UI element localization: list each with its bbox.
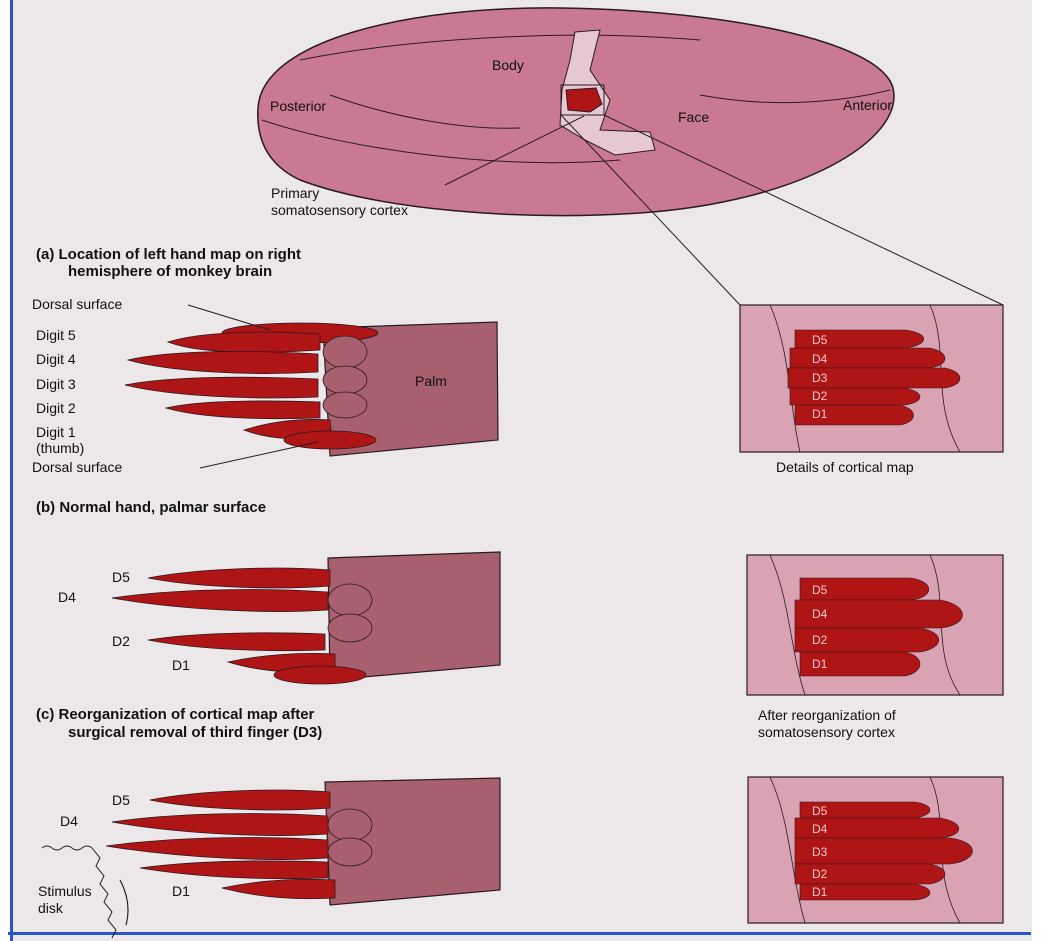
pointer-dorsal-bottom [200, 442, 318, 468]
label-posterior: Posterior [270, 98, 326, 114]
map-b-d4: D4 [812, 352, 828, 366]
map-c-caption-1: After reorganization of [758, 707, 896, 723]
digit-2-c [148, 633, 325, 651]
hand-with-stimulus [106, 778, 500, 905]
map-b-d2: D2 [812, 389, 828, 403]
cortical-map-normal [740, 305, 1003, 452]
label-c-d5: D5 [112, 569, 130, 585]
monkey-brain [258, 8, 894, 216]
label-primary-2: somatosensory cortex [271, 202, 408, 218]
map-b-d3: D3 [812, 371, 828, 385]
hand-after-d3-removal [112, 552, 500, 684]
label-digit1-2: (thumb) [36, 440, 84, 456]
label-stimulus-2: disk [38, 900, 64, 916]
hand-normal [125, 322, 498, 456]
map-b-d1: D1 [812, 407, 828, 421]
label-c-d4: D4 [58, 589, 76, 605]
label-digit1-1: Digit 1 [36, 424, 76, 440]
map-d-d4: D4 [812, 822, 828, 836]
digit-4-c [112, 590, 328, 612]
caption-c-line2: surgical removal of third finger (D3) [68, 724, 322, 741]
label-dorsal-top: Dorsal surface [32, 296, 122, 312]
pointer-dorsal-top [188, 305, 270, 330]
stimulus-disk-wave [92, 848, 116, 938]
map-c-caption-2: somatosensory cortex [758, 724, 895, 740]
digit-5-c [148, 568, 330, 588]
caption-a-line2: hemisphere of monkey brain [68, 263, 272, 280]
label-face: Face [678, 109, 709, 125]
digit-2 [166, 401, 320, 419]
map-c-d5: D5 [812, 583, 828, 597]
cortical-map-stimulated [748, 777, 1003, 923]
label-primary-1: Primary [271, 185, 319, 201]
caption-c-line1: (c) Reorganization of cortical map after [36, 706, 315, 723]
label-digit2: Digit 2 [36, 400, 76, 416]
label-digit4: Digit 4 [36, 351, 76, 367]
label-body: Body [492, 57, 524, 73]
stimulus-disk-edge [42, 846, 92, 850]
label-stimulus-1: Stimulus [38, 883, 92, 899]
map-c-d2: D2 [812, 633, 828, 647]
caption-a-line1: (a) Location of left hand map on right [36, 246, 301, 263]
label-d-d5: D5 [112, 792, 130, 808]
label-dorsal-bottom: Dorsal surface [32, 459, 122, 475]
label-digit5: Digit 5 [36, 327, 76, 343]
label-d-d4: D4 [60, 813, 78, 829]
map-d-d2: D2 [812, 867, 828, 881]
label-c-d1: D1 [172, 657, 190, 673]
map-b-d5: D5 [812, 333, 828, 347]
map-d-d3: D3 [812, 845, 828, 859]
map-d-d1: D1 [812, 885, 828, 899]
map-c-d1: D1 [812, 657, 828, 671]
map-b-caption: Details of cortical map [776, 459, 914, 475]
label-palm: Palm [415, 373, 447, 389]
label-d-d1: D1 [172, 883, 190, 899]
cortical-map-after-removal [747, 555, 1003, 695]
map-d-d5: D5 [812, 804, 828, 818]
label-digit3: Digit 3 [36, 376, 76, 392]
caption-b: (b) Normal hand, palmar surface [36, 499, 266, 516]
label-c-d2: D2 [112, 633, 130, 649]
label-anterior: Anterior [843, 97, 892, 113]
digit-4 [128, 352, 318, 374]
digit-3 [125, 377, 318, 398]
map-c-d4: D4 [812, 607, 828, 621]
stimulus-arrow [120, 880, 128, 925]
digit-5 [168, 332, 320, 352]
